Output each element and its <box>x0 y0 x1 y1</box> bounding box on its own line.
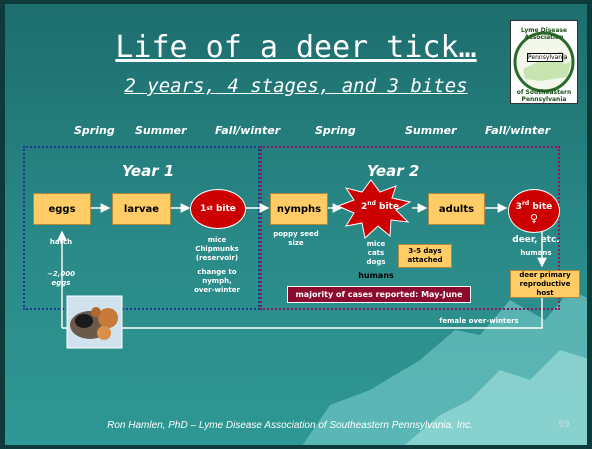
season-summer-1: Summer <box>135 124 187 137</box>
second-bite-starburst <box>336 179 412 239</box>
nymph-humans-note: humans <box>358 271 394 280</box>
nymph-size-note: poppy seed size <box>273 230 319 247</box>
year-2-box <box>260 146 560 310</box>
third-bite-num: 3 <box>515 201 522 212</box>
season-fall-winter-1: Fall/winter <box>215 124 281 137</box>
year-1-label: Year 1 <box>122 162 175 180</box>
first-bite-sup: st <box>206 205 213 212</box>
logo-state-label: Pennsylvania <box>527 53 568 62</box>
slide-title: Life of a deer tick… <box>115 30 477 65</box>
top-frame <box>0 0 592 4</box>
third-bite-oval: 3rd bite ♀ <box>508 189 560 233</box>
page-number: 59 <box>558 420 570 430</box>
egg-count-value: ~2,000 <box>46 270 75 278</box>
season-fall-winter-2: Fall/winter <box>485 124 551 137</box>
second-bite-word: bite <box>375 202 399 212</box>
season-spring-2: Spring <box>315 124 356 137</box>
attached-days-box: 3-5 days attached <box>398 244 452 268</box>
egg-count-unit: eggs <box>51 279 71 287</box>
larvae-hosts-note: mice Chipmunks (reservoir) <box>195 236 239 262</box>
adult-hosts-note: deer, etc. <box>512 235 560 245</box>
female-overwinters-note: female over-winters <box>439 317 519 325</box>
second-bite-sup: nd <box>367 200 376 207</box>
right-frame <box>587 0 592 449</box>
adult-humans-note: humans <box>520 249 552 257</box>
deer-host-box: deer primary reproductive host <box>510 270 580 298</box>
third-bite-word: bite <box>529 201 553 212</box>
larvae-stage-box: larvae <box>112 193 171 225</box>
nymph-hosts-note: mice cats dogs <box>366 240 386 266</box>
logo-top-text: Lyme Disease Association <box>520 27 568 41</box>
season-summer-2: Summer <box>405 124 457 137</box>
larvae-change-note: change to nymph, over-winter <box>194 268 240 294</box>
footer-credit: Ron Hamlen, PhD – Lyme Disease Associati… <box>107 420 473 431</box>
second-bite-num: 2 <box>361 202 368 212</box>
left-frame <box>0 0 5 449</box>
bottom-frame <box>0 445 592 449</box>
third-bite-sup: rd <box>521 199 530 207</box>
first-bite-num: 1 <box>200 204 207 214</box>
first-bite-word: bite <box>212 204 236 214</box>
season-spring-1: Spring <box>74 124 115 137</box>
nymphs-stage-box: nymphs <box>270 193 328 225</box>
female-symbol-icon: ♀ <box>529 211 539 225</box>
adults-stage-box: adults <box>428 193 485 225</box>
lyme-association-logo: Lyme Disease Association Pennsylvania of… <box>510 20 578 104</box>
logo-bottom-text: of Southeastern Pennsylvania <box>516 89 572 103</box>
year-2-label: Year 2 <box>367 162 420 180</box>
eggs-stage-box: eggs <box>33 193 91 225</box>
year-1-box <box>23 146 260 310</box>
second-bite-label: 2nd bite <box>350 200 410 212</box>
slide-subtitle: 2 years, 4 stages, and 3 bites <box>124 75 468 97</box>
hatch-note: hatch <box>49 238 73 246</box>
majority-cases-banner: majority of cases reported: May-June <box>287 286 471 303</box>
egg-count-note: ~2,000 eggs <box>36 270 86 288</box>
